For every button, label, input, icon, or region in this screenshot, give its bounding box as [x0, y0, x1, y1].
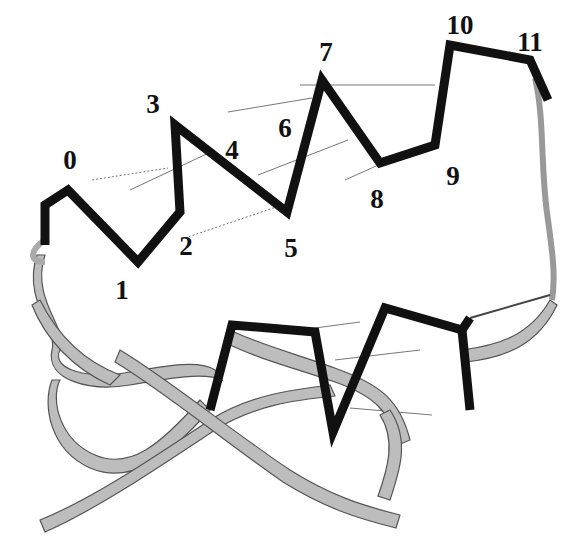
callout-number: 0: [63, 147, 77, 174]
ribbon: [32, 255, 557, 532]
callout-number: 4: [225, 137, 239, 164]
callout-number: 5: [284, 235, 298, 262]
callout-number: 9: [446, 163, 460, 190]
callout-number: 3: [146, 91, 160, 118]
callout-number: 2: [179, 233, 193, 260]
backbone-trace: [45, 45, 548, 432]
callout-number: 1: [115, 277, 129, 304]
callout-number: 10: [447, 12, 474, 39]
callout-number: 11: [517, 29, 543, 56]
callout-number: 6: [278, 115, 292, 142]
callout-number: 8: [370, 186, 384, 213]
callout-number: 7: [319, 39, 333, 66]
